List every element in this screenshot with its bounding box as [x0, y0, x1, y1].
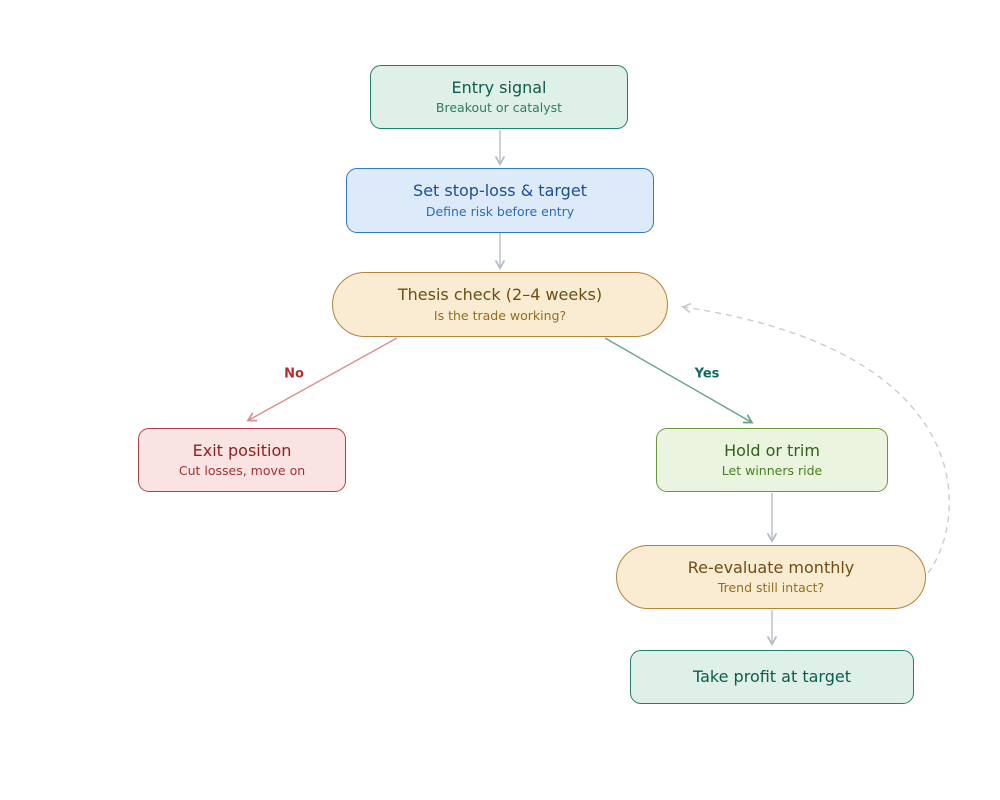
node-title: Take profit at target: [693, 666, 851, 686]
node-title: Re-evaluate monthly: [687, 557, 855, 577]
node-thesis-check: Thesis check (2–4 weeks) Is the trade wo…: [332, 272, 668, 337]
node-exit-position: Exit position Cut losses, move on: [138, 428, 346, 492]
node-subtitle: Cut losses, move on: [178, 463, 306, 479]
node-subtitle: Is the trade working?: [433, 307, 567, 323]
node-title: Set stop-loss & target: [413, 181, 587, 201]
node-title: Hold or trim: [724, 440, 820, 460]
node-title: Entry signal: [451, 77, 547, 97]
node-take-profit: Take profit at target: [630, 650, 914, 704]
node-title: Thesis check (2–4 weeks): [397, 285, 603, 305]
edge-feedback-reevaluate-to-thesis: [681, 302, 950, 574]
node-subtitle: Let winners ride: [721, 463, 823, 479]
edge-label-yes: Yes: [694, 366, 720, 382]
node-set-stop-loss: Set stop-loss & target Define risk befor…: [346, 168, 654, 233]
node-title: Exit position: [192, 440, 292, 460]
node-subtitle: Trend still intact?: [717, 580, 825, 596]
edge-thesis-to-hold: [604, 337, 754, 424]
node-subtitle: Define risk before entry: [425, 203, 575, 219]
node-entry-signal: Entry signal Breakout or catalyst: [370, 65, 628, 129]
node-hold-or-trim: Hold or trim Let winners ride: [656, 428, 888, 492]
node-re-evaluate-monthly: Re-evaluate monthly Trend still intact?: [616, 545, 926, 609]
node-subtitle: Breakout or catalyst: [435, 100, 563, 116]
edge-thesis-to-exit: [246, 337, 398, 422]
edge-label-no: No: [284, 366, 304, 382]
